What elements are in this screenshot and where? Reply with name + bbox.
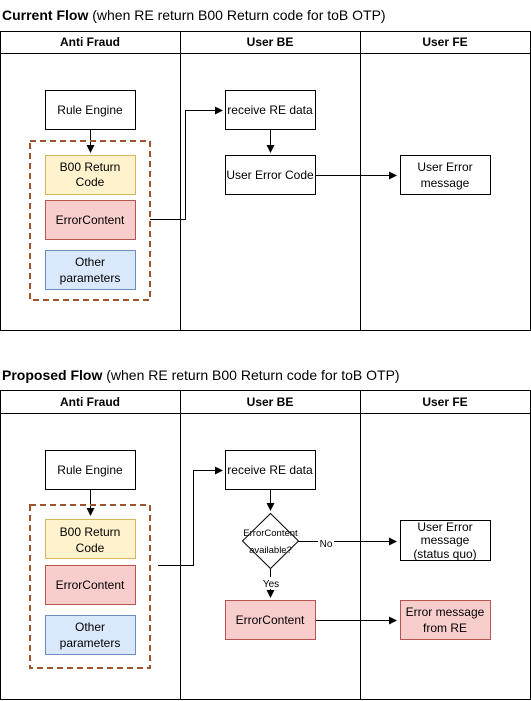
proposed-status-quo-label-2: message bbox=[421, 533, 470, 547]
current-user-error-message-label-2: message bbox=[421, 176, 470, 190]
current-rule-engine-label: Rule Engine bbox=[57, 103, 123, 117]
proposed-other-params-label-1: Other bbox=[75, 620, 105, 634]
current-rule-engine-box bbox=[45, 90, 136, 130]
current-other-params-label-2: parameters bbox=[60, 271, 121, 285]
proposed-status-quo-label-3: (status quo) bbox=[413, 547, 476, 561]
proposed-error-from-re-label-1: Error message bbox=[406, 605, 485, 619]
current-receive-re-box bbox=[225, 90, 316, 130]
proposed-error-from-re-box bbox=[400, 600, 491, 640]
proposed-rule-engine-box bbox=[45, 450, 136, 490]
proposed-error-from-re-label-2: from RE bbox=[423, 621, 467, 635]
proposed-be-errorcontent-box bbox=[225, 600, 316, 640]
proposed-other-params-label-2: parameters bbox=[60, 636, 121, 650]
proposed-flow-section: Proposed Flow (when RE return B00 Return… bbox=[0, 367, 531, 700]
proposed-b00-box bbox=[45, 519, 136, 559]
proposed-decision-diamond bbox=[241, 512, 300, 570]
current-flow-title-rest: (when RE return B00 Return code for toB … bbox=[88, 7, 385, 23]
current-flow-title: Current Flow (when RE return B00 Return … bbox=[2, 7, 386, 23]
current-user-error-message-box bbox=[400, 155, 491, 195]
proposed-no-label: No bbox=[320, 539, 333, 550]
current-lane-header-user-be: User BE bbox=[247, 35, 294, 49]
current-lane-header-anti-fraud: Anti Fraud bbox=[60, 35, 120, 49]
proposed-rule-engine-label: Rule Engine bbox=[57, 463, 123, 477]
proposed-b00-label-1: B00 Return bbox=[60, 525, 121, 539]
current-b00-box bbox=[45, 155, 136, 195]
proposed-status-quo-label-1: User Error bbox=[417, 520, 472, 534]
proposed-yes-label: Yes bbox=[263, 579, 279, 590]
proposed-b00-label-2: Code bbox=[76, 541, 105, 555]
current-arrow-group-to-receive bbox=[150, 106, 223, 220]
current-receive-re-label: receive RE data bbox=[227, 103, 313, 117]
proposed-flow-title-rest: (when RE return B00 Return code for toB … bbox=[102, 367, 399, 383]
proposed-other-params-box bbox=[45, 615, 136, 655]
current-user-error-code-label: User Error Code bbox=[226, 168, 314, 182]
proposed-errorcontent-label: ErrorContent bbox=[56, 578, 125, 592]
current-flow-section: Current Flow (when RE return B00 Return … bbox=[0, 7, 531, 331]
proposed-be-errorcontent-label: ErrorContent bbox=[236, 613, 305, 627]
current-user-error-code-box bbox=[225, 155, 316, 195]
proposed-flow-title: Proposed Flow (when RE return B00 Return… bbox=[2, 367, 400, 383]
proposed-lane-header-user-fe: User FE bbox=[422, 395, 467, 409]
current-user-error-message-label-1: User Error bbox=[417, 160, 472, 174]
proposed-status-quo-box bbox=[400, 520, 491, 561]
current-b00-label-2: Code bbox=[76, 175, 105, 189]
current-lane-header-user-fe: User FE bbox=[422, 35, 467, 49]
proposed-rule-output-group bbox=[29, 504, 151, 669]
current-errorcontent-label: ErrorContent bbox=[56, 213, 125, 227]
proposed-receive-re-box bbox=[225, 450, 316, 490]
current-other-params-box bbox=[45, 250, 136, 290]
proposed-yes-label-bg bbox=[260, 577, 282, 589]
proposed-decision-label-1: ErrorContent bbox=[243, 528, 298, 539]
proposed-errorcontent-box bbox=[45, 565, 136, 605]
proposed-receive-re-label: receive RE data bbox=[227, 463, 313, 477]
proposed-arrow-group-to-receive bbox=[158, 466, 223, 566]
proposed-decision-label-2: available? bbox=[249, 545, 292, 556]
current-other-params-label-1: Other bbox=[75, 255, 105, 269]
current-flow-title-bold: Current Flow bbox=[2, 7, 88, 23]
current-rule-output-group bbox=[29, 140, 151, 301]
proposed-flow-title-bold: Proposed Flow bbox=[2, 367, 102, 383]
proposed-lane-header-user-be: User BE bbox=[247, 395, 294, 409]
current-errorcontent-box bbox=[45, 200, 136, 240]
proposed-lane-header-anti-fraud: Anti Fraud bbox=[60, 395, 120, 409]
proposed-no-label-bg bbox=[318, 537, 334, 549]
current-b00-label-1: B00 Return bbox=[60, 160, 121, 174]
